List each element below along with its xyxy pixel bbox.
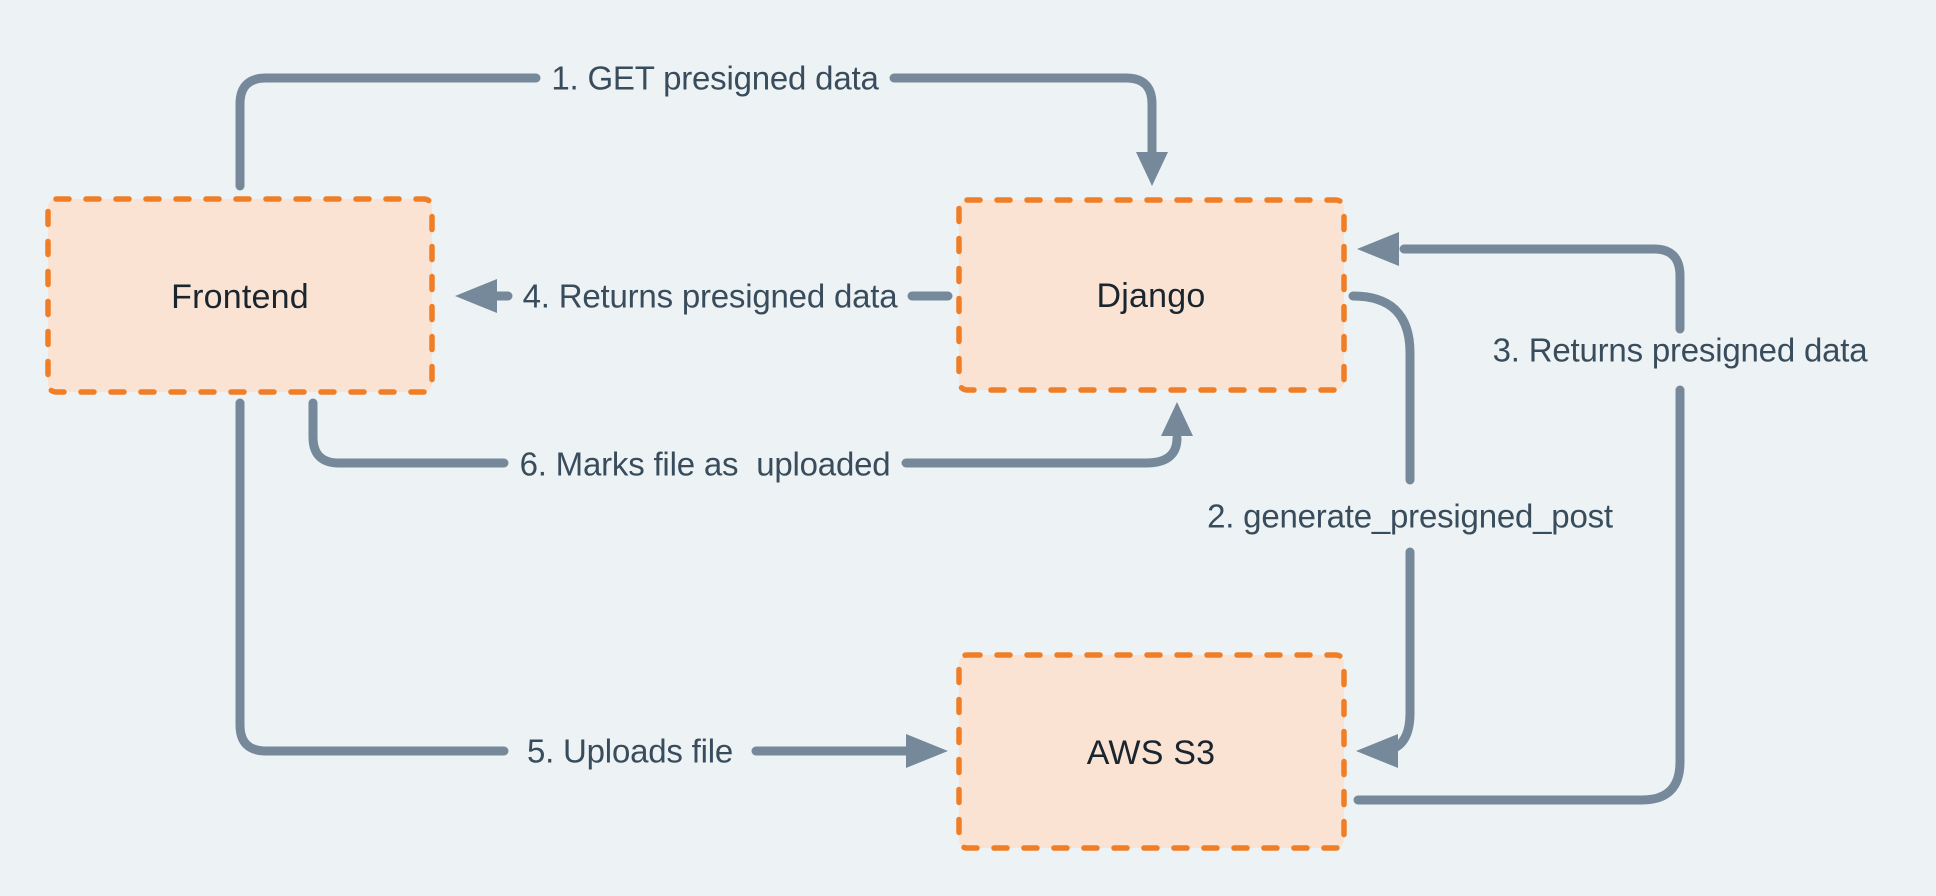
edge-arrowheads (455, 152, 1399, 768)
node-label-frontend: Frontend (171, 278, 309, 316)
edge-label-uploads-file: 5. Uploads file (527, 733, 733, 770)
edge-get-presigned-segment-b (889, 73, 1157, 157)
edge-label-generate-presigned: 2. generate_presigned_post (1207, 498, 1613, 535)
nodes (45, 196, 1347, 851)
edge-get-presigned-segment-a (235, 73, 541, 191)
node-frontend (45, 196, 435, 395)
arrowhead-left-icon (455, 279, 497, 313)
edge-lines (235, 73, 1685, 805)
node-labels: Frontend Django AWS S3 (171, 277, 1215, 772)
arrowhead-left-icon (1356, 734, 1398, 768)
edge-returns-to-django-segment-a (1353, 385, 1685, 805)
node-django (956, 197, 1347, 393)
edge-uploads-file-segment-a (235, 398, 509, 756)
node-label-aws-s3: AWS S3 (1087, 734, 1215, 772)
edge-label-returns-to-django: 3. Returns presigned data (1493, 332, 1869, 369)
arrowhead-left-icon (1357, 232, 1399, 266)
arrowhead-right-icon (906, 734, 948, 768)
edge-marks-uploaded-segment-a (308, 398, 509, 468)
node-aws-s3 (956, 652, 1347, 851)
node-label-django: Django (1097, 277, 1206, 315)
edge-generate-presigned-segment-a (1348, 291, 1415, 485)
edge-labels: 1. GET presigned data 2. generate_presig… (516, 56, 1873, 774)
edge-label-returns-to-frontend: 4. Returns presigned data (523, 278, 899, 315)
edge-label-marks-uploaded: 6. Marks file as uploaded (520, 446, 891, 483)
arrowhead-down-icon (1136, 152, 1168, 186)
edge-label-get-presigned: 1. GET presigned data (551, 60, 879, 97)
edge-marks-uploaded-segment-b (901, 433, 1182, 468)
edge-returns-to-django-segment-b (1399, 244, 1685, 334)
arrowhead-up-icon (1161, 402, 1193, 436)
